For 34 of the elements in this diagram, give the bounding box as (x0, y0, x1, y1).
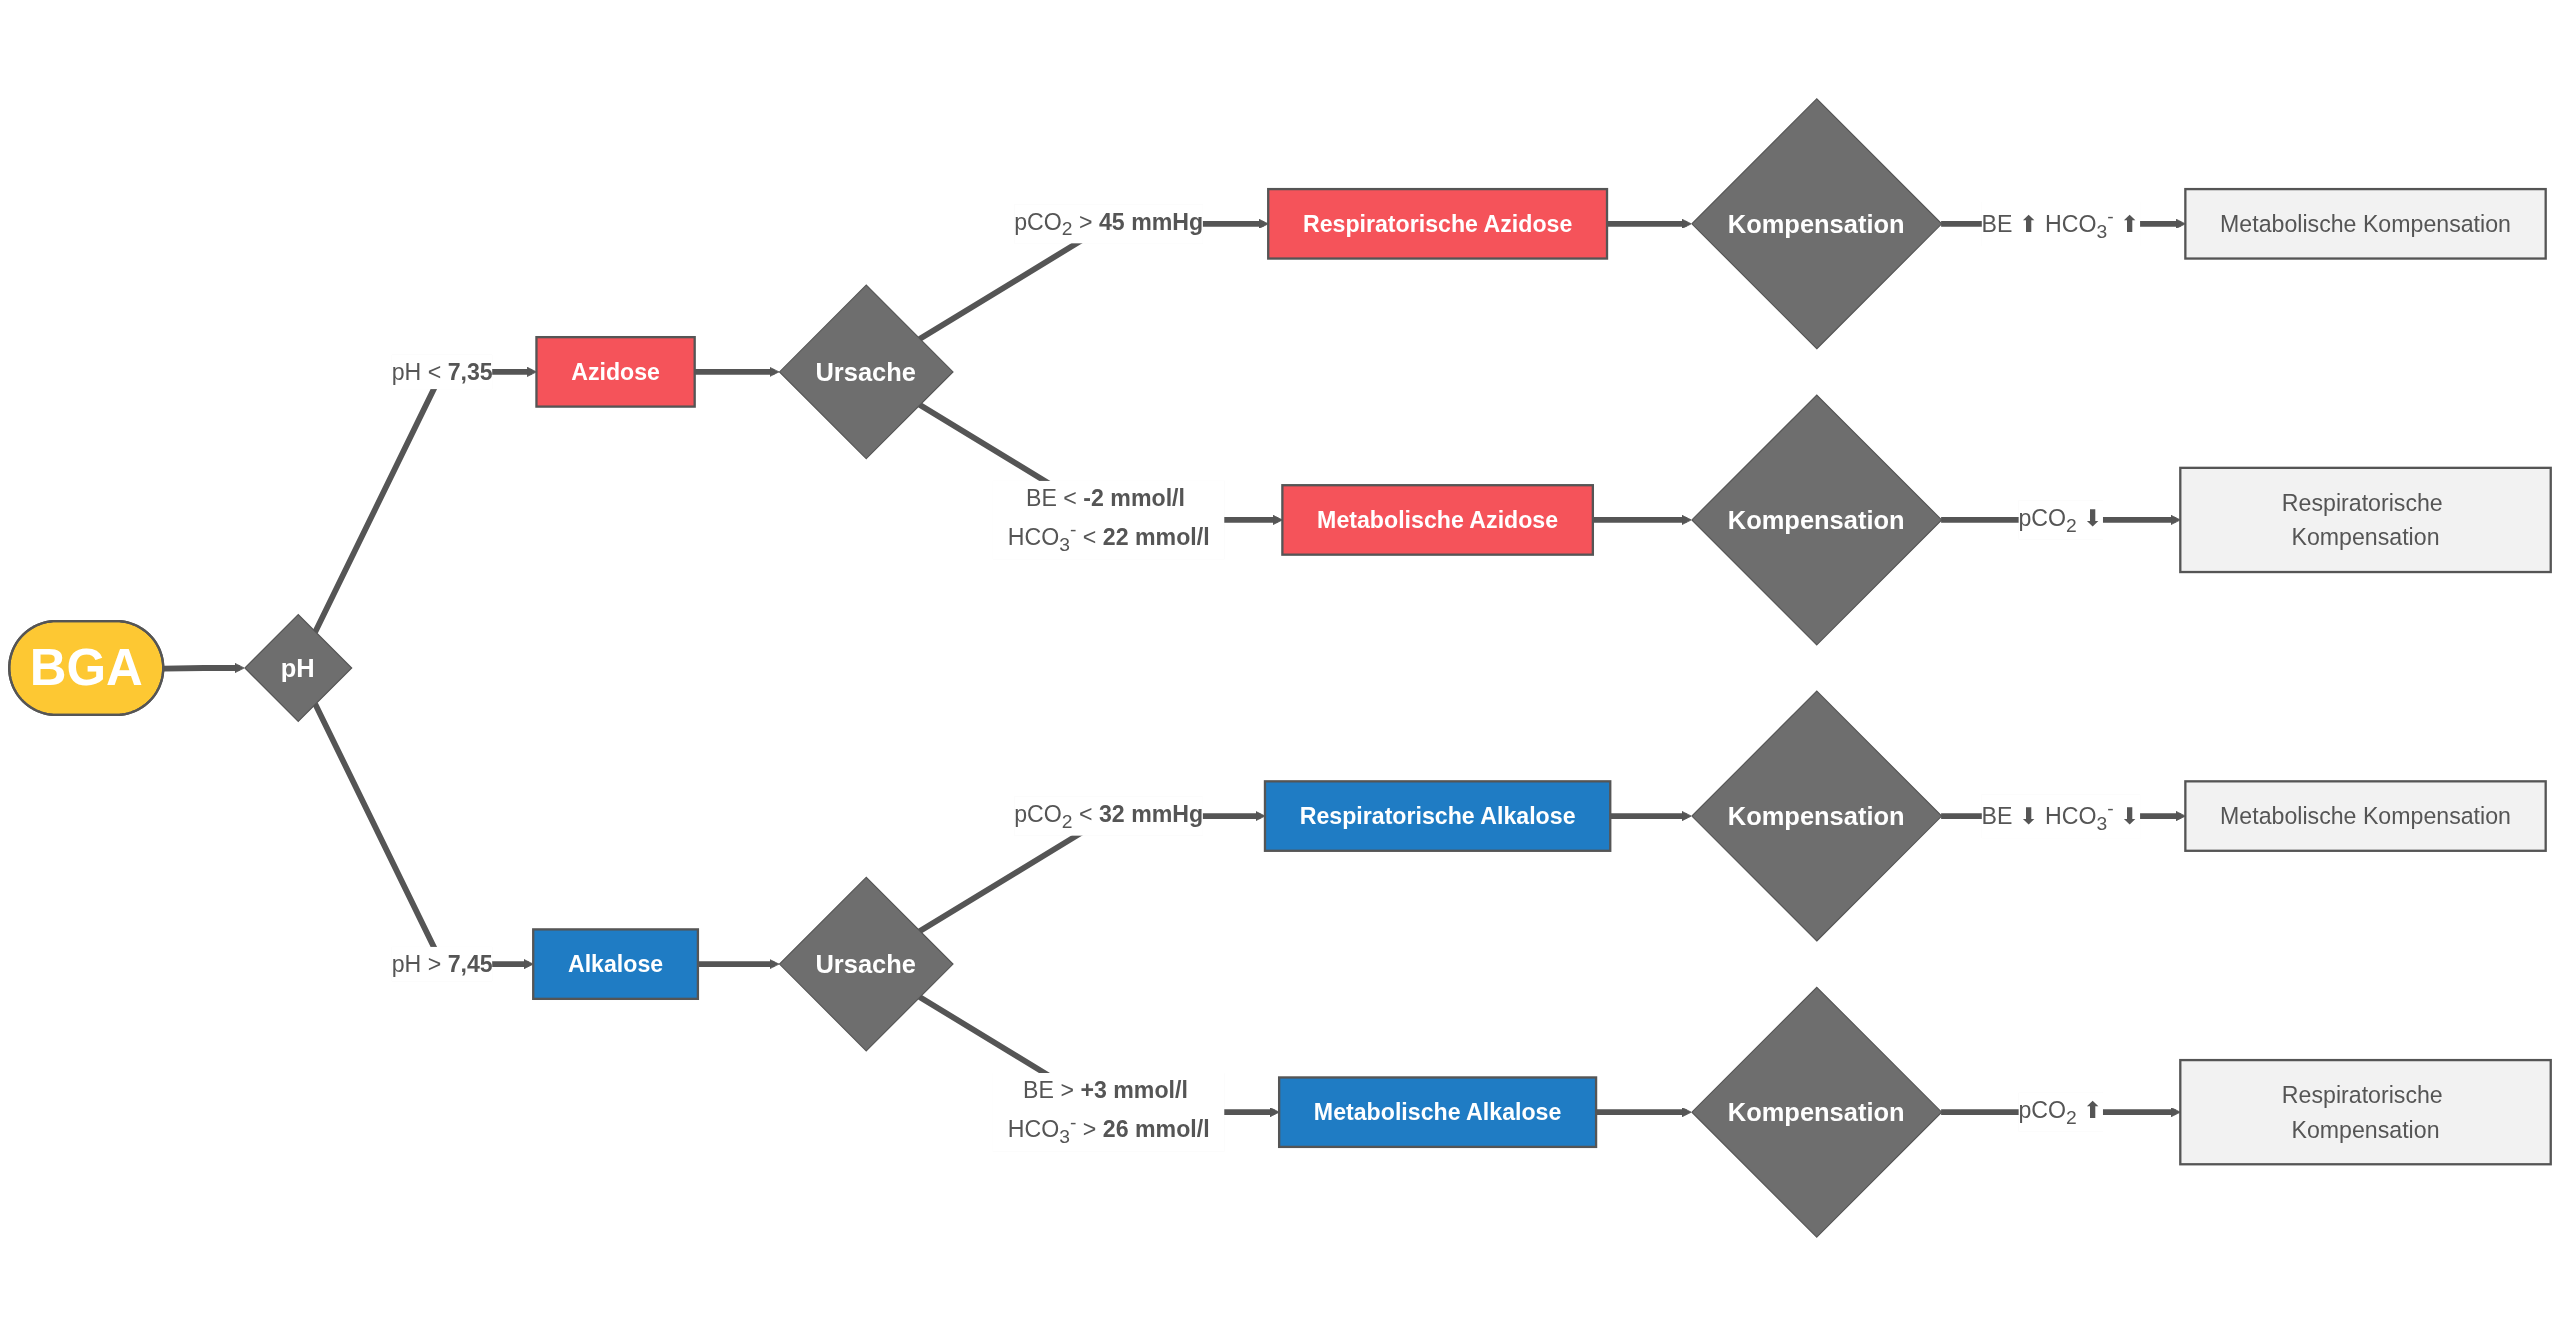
arrow (697, 959, 780, 970)
node-box: Respiratorische Kompensation (2179, 1058, 2552, 1166)
node-box: Respiratorische Azidose (1267, 187, 1609, 260)
edge-label: BE < -2 mmol/l HCO$_{3}$$^{-}$ < 22 mmol/l (1007, 485, 1210, 556)
arrow (694, 366, 780, 377)
node-box: Metabolische Kompensation (2184, 187, 2547, 260)
node-box: Metabolische Azidose (1281, 484, 1594, 556)
node-diamond: Kompensation (1691, 986, 1943, 1238)
node-box: Metabolische Alkalose (1278, 1076, 1598, 1149)
node-diamond: pH (244, 613, 353, 723)
arrow (1592, 514, 1692, 526)
node-diamond: Kompensation (1691, 690, 1943, 942)
arrow (1610, 810, 1692, 822)
node-box: Alkalose (532, 928, 700, 1000)
node-diamond: Ursache (778, 876, 954, 1052)
edge-label: pH > 7,45 (391, 951, 493, 977)
arrow (1607, 218, 1692, 229)
arrow (163, 662, 245, 674)
edge-label: pCO$_{2}$ ⬆ (2018, 1097, 2103, 1129)
node-box: Metabolische Kompensation (2184, 780, 2547, 852)
arrow (1596, 1107, 1692, 1118)
edge-label: BE ⬇ HCO$_{3}$$^{-}$ ⬇ (1981, 797, 2140, 835)
edge-label: pCO$_{2}$ < 32 mmHg (1014, 801, 1204, 833)
edge-label: BE > +3 mmol/l HCO$_{3}$$^{-}$ > 26 mmol/l (1007, 1077, 1210, 1148)
edge-label: pH < 7,35 (391, 359, 493, 385)
node-diamond: Kompensation (1691, 394, 1943, 646)
node-box: Respiratorische Alkalose (1263, 780, 1612, 852)
node-diamond: Ursache (778, 284, 954, 460)
edge-label: pCO$_{2}$ > 45 mmHg (1014, 208, 1204, 241)
node-diamond: Kompensation (1691, 98, 1943, 350)
edge-label: pCO$_{2}$ ⬇ (2018, 504, 2103, 537)
node-box: Azidose (535, 336, 696, 408)
edge-label: BE ⬆ HCO$_{3}$$^{-}$ ⬆ (1981, 205, 2140, 243)
node-box: Respiratorische Kompensation (2179, 466, 2552, 574)
